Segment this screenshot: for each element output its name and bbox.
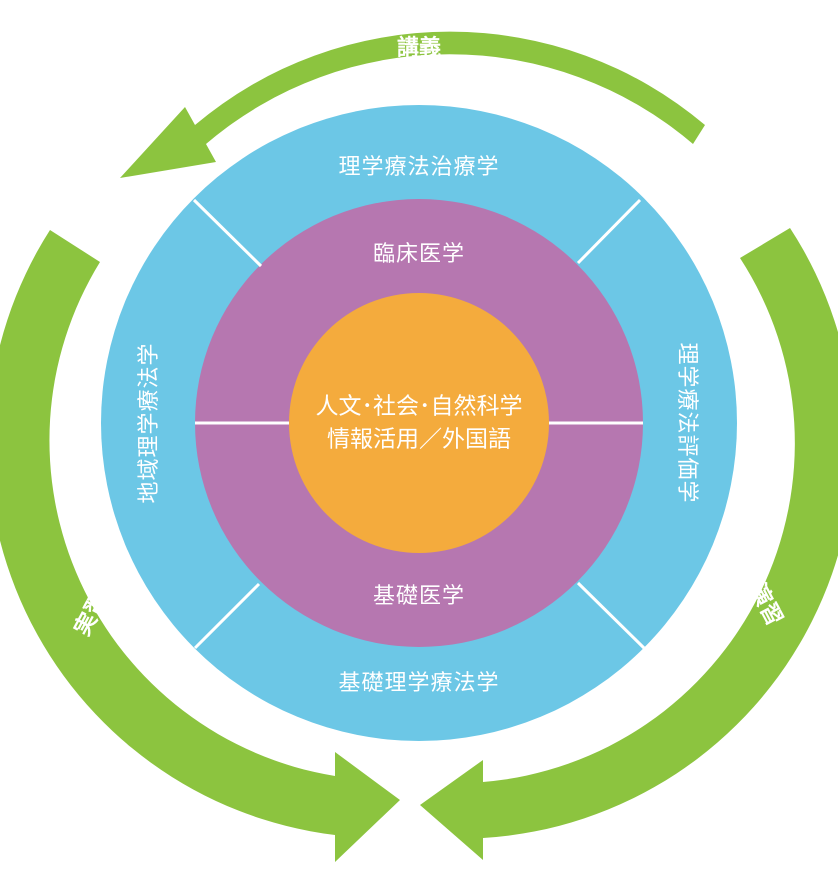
lecture-arrow [120, 31, 705, 179]
lecture-label: 講義 [397, 35, 441, 61]
core-circle [289, 293, 549, 553]
divider-upper-right [576, 198, 642, 265]
ring-dividers [192, 198, 646, 650]
core-line-2: 情報活用／外国語 [327, 427, 511, 453]
divider-lower-right [576, 581, 646, 650]
core-line-1: 人文･社会･自然科学 [316, 394, 523, 420]
outer-bottom-label: 基礎理学療法学 [338, 671, 499, 696]
middle-top-label: 臨床医学 [373, 242, 465, 267]
outer-left-label: 地域理学療法学 [137, 342, 162, 503]
exercise-arrow [420, 228, 838, 860]
middle-bottom-label: 基礎医学 [373, 584, 465, 609]
divider-lower-left [193, 582, 261, 650]
practice-arrow [0, 230, 400, 862]
divider-upper-left [192, 198, 263, 268]
outer-top-label: 理学療法治療学 [338, 155, 499, 180]
outer-right-label: 理学療法評価学 [674, 342, 699, 503]
